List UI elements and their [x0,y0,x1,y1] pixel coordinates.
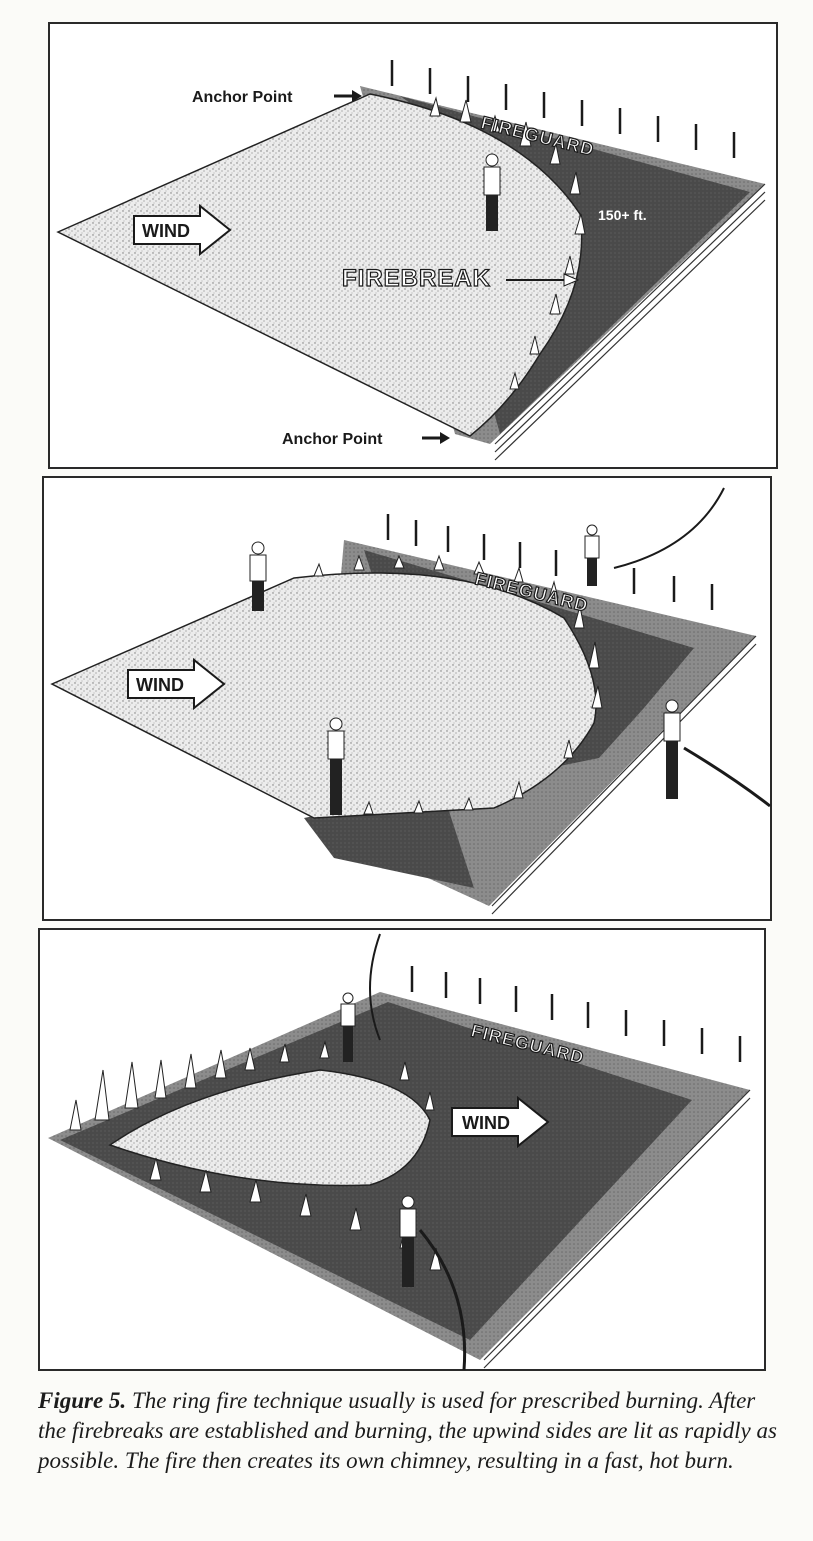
firefighter-figure [483,153,501,231]
firebreak-arrowhead [563,273,580,287]
anchor-point-bottom-label: Anchor Point [282,431,383,448]
fuel-field [56,93,583,437]
figure-caption: Figure 5. The ring fire technique usuall… [38,1386,778,1476]
panel-3-illustration: WIND FIREGUARD [48,933,751,1371]
anchor-arrowhead-top [352,90,362,102]
wind-label: WIND [142,221,190,241]
figure-label: Figure 5. [38,1388,127,1413]
panel-step-1: WIND Anchor Point Anchor Point FIREBREAK… [48,22,778,469]
hose-right [683,746,771,808]
flame-line [429,96,586,390]
fence-posts [386,514,714,610]
firefighter-figure-4 [663,699,681,799]
panel-1-illustration: WIND Anchor Point Anchor Point FIREBREAK… [56,60,766,461]
fence-rails [491,635,757,915]
firefighter-figure-2 [584,524,600,586]
hose-top [369,933,381,1041]
fence-posts [410,966,742,1062]
fence-rails [494,183,766,461]
panel-2-illustration: WIND FIREGUARD [50,487,771,915]
figure-caption-text: The ring fire technique usually is used … [38,1388,777,1473]
fence-rails [483,1089,751,1369]
panel-step-3: WIND FIREGUARD [38,928,766,1371]
firefighter-figure-1 [340,992,356,1062]
firefighter-figure-2 [399,1195,417,1287]
wind-arrow: WIND [127,657,226,711]
flame-line [313,554,603,815]
fuel-field [50,572,597,819]
firefighter-figure-1 [249,541,267,611]
panel-step-2: WIND FIREGUARD [42,476,772,921]
wind-arrow: WIND [451,1095,550,1149]
fuel-island [108,1069,431,1187]
hose-bottom [418,1229,467,1371]
firefighter-figure-3 [327,717,345,815]
firebreak-label: FIREBREAK [342,265,491,292]
anchor-arrowhead-bottom [440,432,450,444]
wind-label: WIND [136,675,184,695]
anchor-point-top-label: Anchor Point [192,89,293,106]
wind-arrow: WIND [133,203,232,257]
distance-label: 150+ ft. [598,207,647,223]
wind-label: WIND [462,1113,510,1133]
hose-top [613,487,725,569]
fence-posts [390,60,736,158]
